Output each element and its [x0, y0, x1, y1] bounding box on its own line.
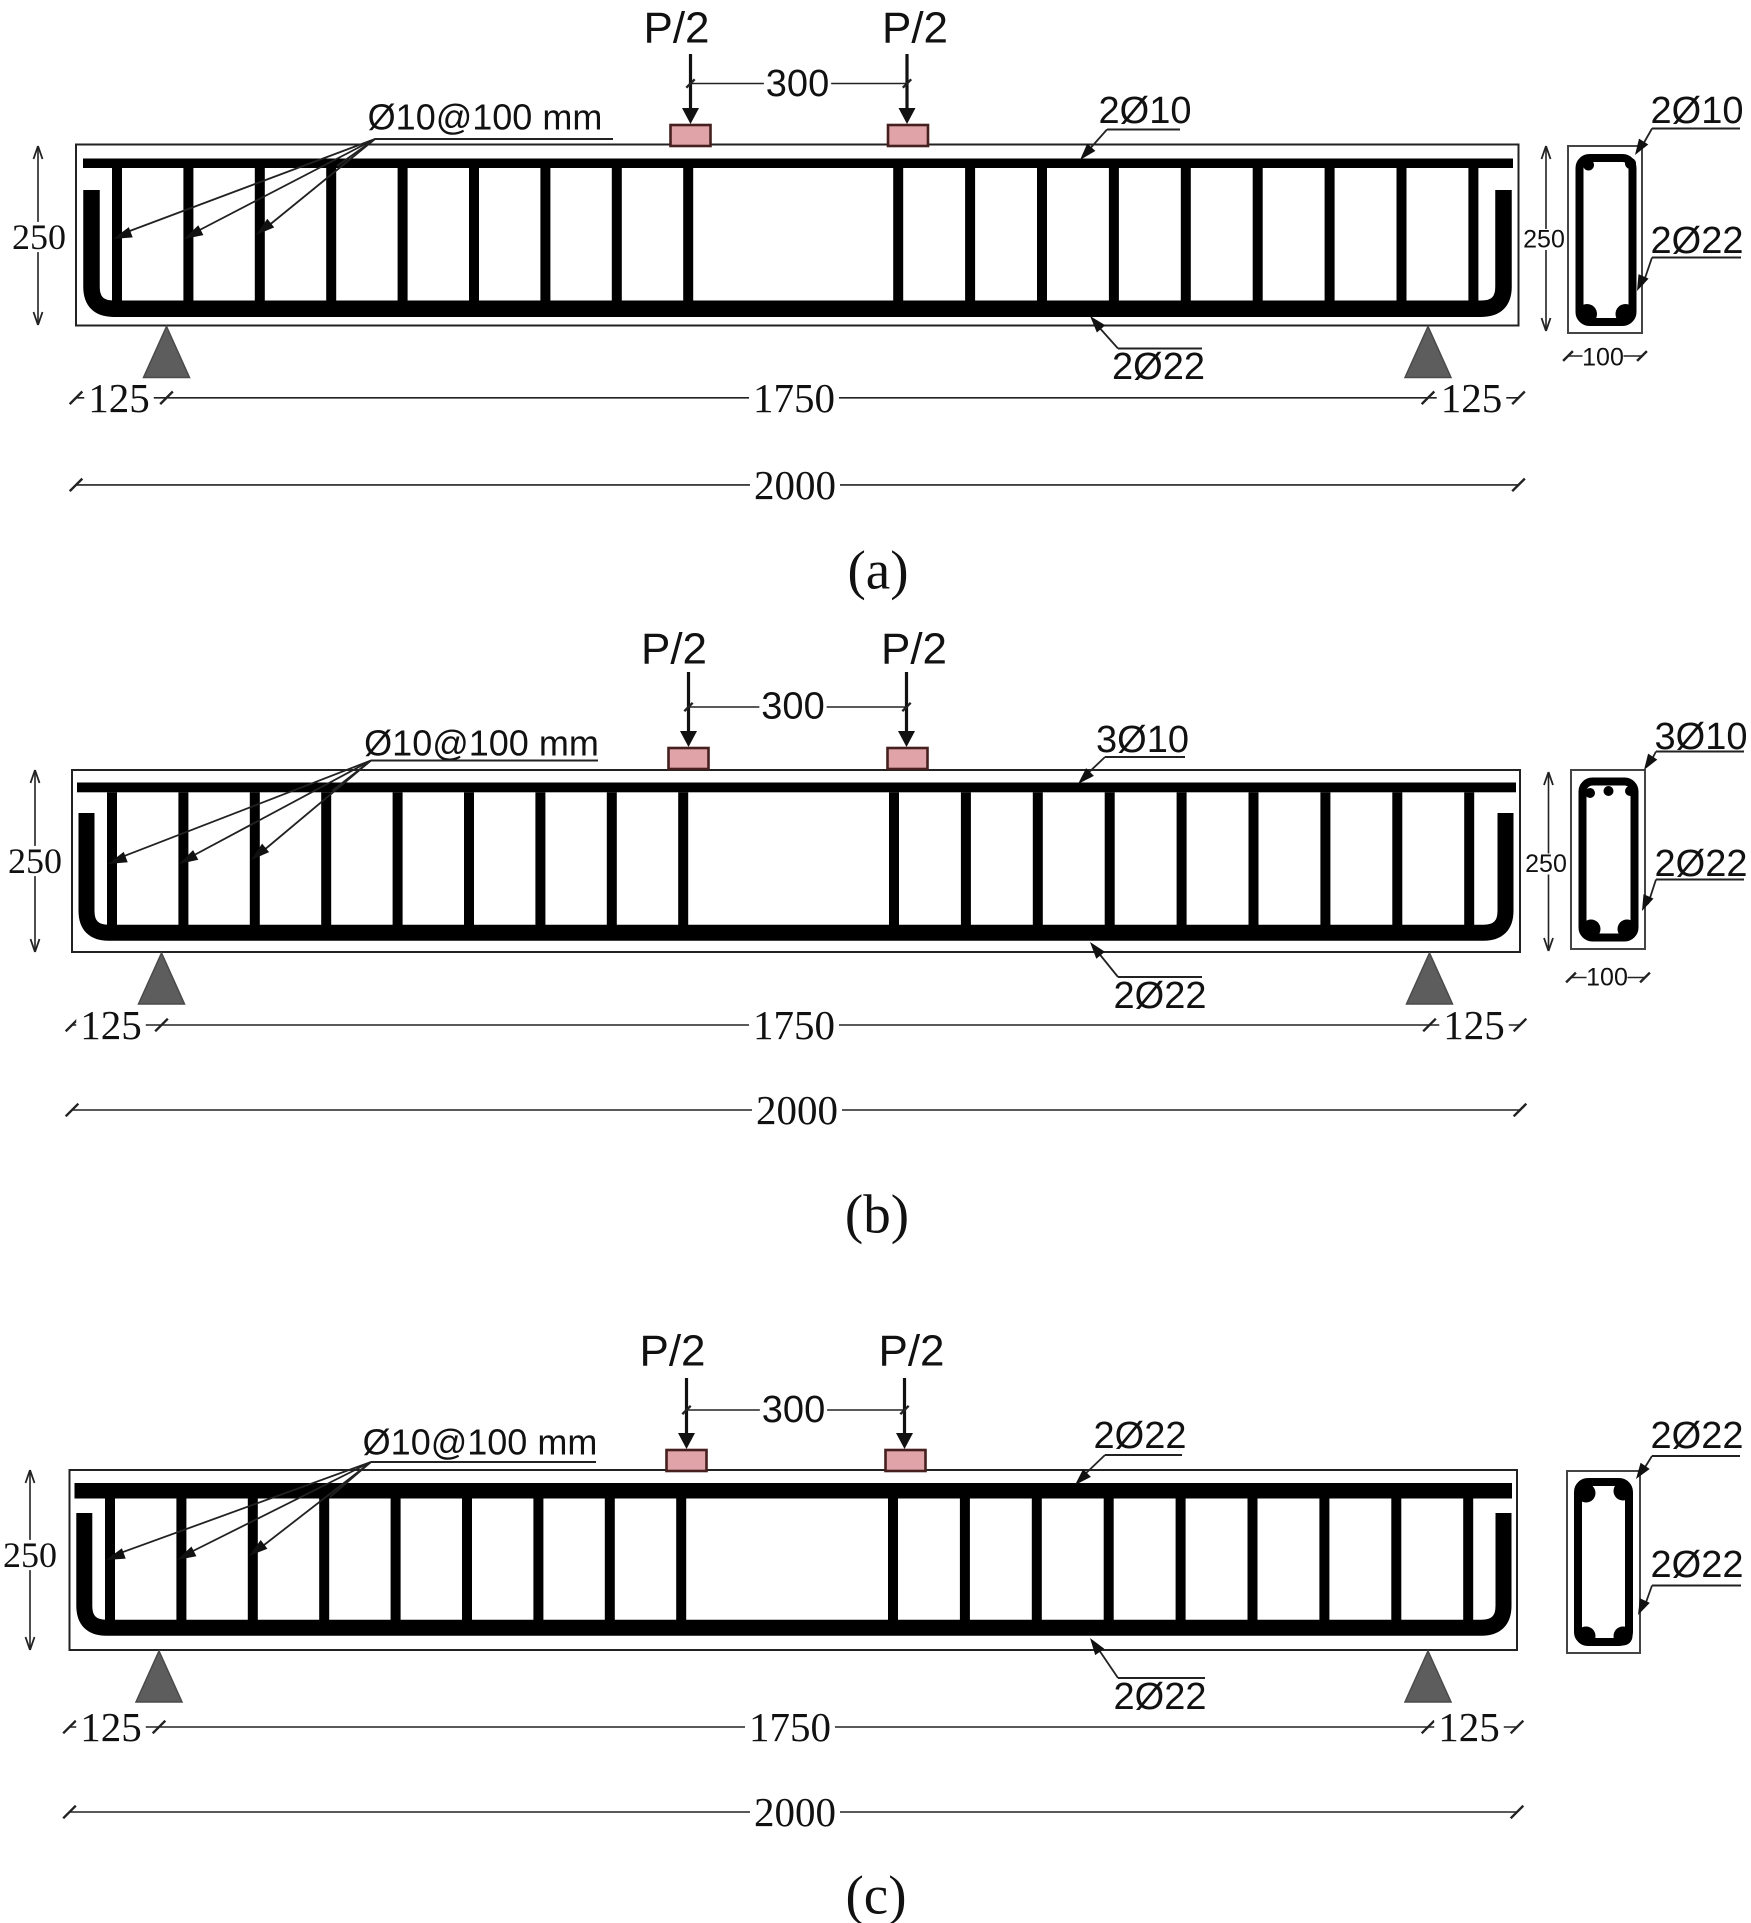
- svg-text:2000: 2000: [754, 462, 836, 508]
- svg-text:2Ø22: 2Ø22: [1655, 843, 1748, 885]
- svg-text:1750: 1750: [753, 375, 835, 421]
- svg-text:2Ø10: 2Ø10: [1099, 90, 1192, 132]
- svg-text:(a): (a): [847, 540, 908, 601]
- svg-text:P/2: P/2: [641, 625, 707, 674]
- svg-text:250: 250: [3, 1535, 57, 1575]
- svg-text:100: 100: [1586, 964, 1628, 992]
- svg-text:(b): (b): [845, 1184, 909, 1245]
- svg-text:2000: 2000: [754, 1789, 836, 1835]
- svg-text:2Ø22: 2Ø22: [1651, 220, 1744, 262]
- svg-text:250: 250: [8, 841, 62, 881]
- svg-text:P/2: P/2: [878, 1327, 944, 1376]
- svg-text:125: 125: [1438, 1704, 1500, 1750]
- svg-text:1750: 1750: [749, 1704, 831, 1750]
- svg-text:P/2: P/2: [639, 1327, 705, 1376]
- svg-text:2Ø10: 2Ø10: [1651, 90, 1744, 132]
- svg-text:2000: 2000: [756, 1087, 838, 1133]
- svg-text:125: 125: [80, 1704, 142, 1750]
- svg-text:Ø10@100 mm: Ø10@100 mm: [368, 97, 603, 138]
- svg-text:P/2: P/2: [882, 4, 948, 53]
- svg-text:2Ø22: 2Ø22: [1651, 1415, 1744, 1457]
- svg-text:1750: 1750: [753, 1002, 835, 1048]
- svg-text:Ø10@100 mm: Ø10@100 mm: [364, 723, 599, 764]
- svg-text:250: 250: [1523, 226, 1565, 254]
- svg-text:300: 300: [761, 686, 824, 728]
- svg-text:2Ø22: 2Ø22: [1114, 975, 1207, 1017]
- svg-text:125: 125: [88, 375, 150, 421]
- svg-text:2Ø22: 2Ø22: [1651, 1544, 1744, 1586]
- svg-text:3Ø10: 3Ø10: [1096, 719, 1189, 761]
- svg-text:P/2: P/2: [643, 4, 709, 53]
- svg-text:250: 250: [1525, 850, 1567, 878]
- svg-text:125: 125: [1441, 375, 1503, 421]
- svg-text:100: 100: [1582, 344, 1624, 372]
- svg-text:125: 125: [1443, 1002, 1505, 1048]
- svg-text:2Ø22: 2Ø22: [1114, 1676, 1207, 1718]
- svg-text:Ø10@100 mm: Ø10@100 mm: [363, 1422, 598, 1463]
- svg-text:250: 250: [12, 217, 66, 257]
- svg-text:300: 300: [766, 63, 829, 105]
- svg-text:(c): (c): [845, 1865, 906, 1923]
- svg-text:P/2: P/2: [881, 625, 947, 674]
- svg-text:2Ø22: 2Ø22: [1112, 346, 1205, 388]
- svg-text:300: 300: [762, 1389, 825, 1431]
- svg-text:125: 125: [80, 1002, 142, 1048]
- svg-text:2Ø22: 2Ø22: [1094, 1415, 1187, 1457]
